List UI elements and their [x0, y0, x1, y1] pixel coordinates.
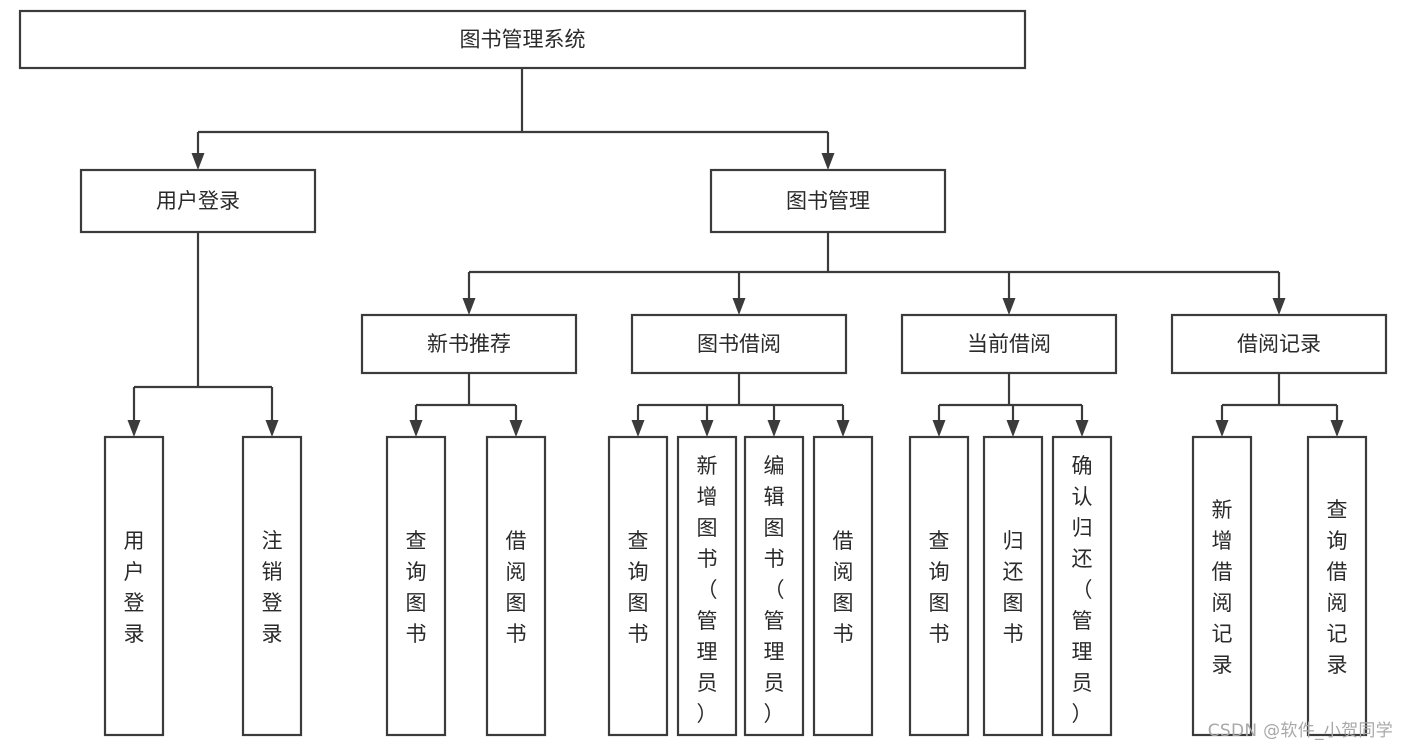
arrow-head-icon: [631, 420, 645, 437]
node-leaf-borrow-edit-book[interactable]: 编辑图书（管理员）: [743, 435, 805, 737]
node-leaf-borrow-borrow-book[interactable]: 借阅图书: [812, 435, 874, 737]
arrow-head-icon: [1215, 420, 1229, 437]
arrow-head-icon: [836, 420, 850, 437]
node-label: 新书推荐: [427, 332, 511, 356]
node-label: 编辑图书（管理员）: [764, 454, 785, 726]
node-current-borrow[interactable]: 当前借阅: [900, 313, 1118, 375]
node-box[interactable]: [360, 313, 578, 375]
connector-group-book-manage: [462, 232, 1286, 315]
node-label: 查询借阅记录: [1327, 498, 1348, 677]
arrow-head-icon: [1075, 420, 1089, 437]
node-leaf-cur-confirm-return[interactable]: 确认归还（管理员）: [1051, 435, 1113, 737]
node-box[interactable]: [241, 435, 303, 737]
node-leaf-borrow-add-book[interactable]: 新增图书（管理员）: [676, 435, 738, 737]
node-label: 借阅图书: [506, 529, 527, 646]
arrow-head-icon: [821, 153, 835, 170]
node-box[interactable]: [812, 435, 874, 737]
nodes-layer: 图书管理系统用户登录图书管理新书推荐图书借阅当前借阅借阅记录用户登录注销登录查询…: [18, 9, 1388, 737]
connector-group-book-borrow: [631, 373, 850, 437]
node-leaf-cur-query-book[interactable]: 查询图书: [908, 435, 970, 737]
node-label: 借阅记录: [1237, 332, 1321, 356]
node-book-manage[interactable]: 图书管理: [709, 168, 947, 234]
node-box[interactable]: [1191, 435, 1253, 737]
node-leaf-borrow-query-book[interactable]: 查询图书: [607, 435, 669, 737]
arrow-head-icon: [700, 420, 714, 437]
connector-group-root: [191, 68, 835, 170]
node-box[interactable]: [982, 435, 1044, 737]
node-leaf-user-logout[interactable]: 注销登录: [241, 435, 303, 737]
arrow-head-icon: [265, 420, 279, 437]
node-borrow-record[interactable]: 借阅记录: [1170, 313, 1388, 375]
node-root[interactable]: 图书管理系统: [18, 9, 1027, 70]
arrow-head-icon: [732, 298, 746, 315]
node-book-borrow[interactable]: 图书借阅: [630, 313, 848, 375]
node-label: 确认归还（管理员）: [1072, 454, 1093, 726]
node-label: 查询图书: [929, 529, 950, 646]
node-label: 新增图书（管理员）: [697, 454, 718, 726]
csdn-watermark: CSDN @软件_小贺同学: [1207, 721, 1393, 741]
arrow-head-icon: [932, 420, 946, 437]
arrow-head-icon: [767, 420, 781, 437]
node-label: 用户登录: [124, 529, 145, 646]
node-box[interactable]: [385, 435, 447, 737]
node-new-book-recommend[interactable]: 新书推荐: [360, 313, 578, 375]
arrow-head-icon: [1330, 420, 1344, 437]
node-box[interactable]: [908, 435, 970, 737]
connector-group-borrow-record: [1215, 373, 1344, 437]
node-box[interactable]: [743, 435, 805, 737]
node-label: 新增借阅记录: [1212, 498, 1233, 677]
node-leaf-rec-add-record[interactable]: 新增借阅记录: [1191, 435, 1253, 737]
node-label: 归还图书: [1003, 529, 1024, 646]
connector-group-current-borrow: [932, 373, 1089, 437]
node-box[interactable]: [676, 435, 738, 737]
node-label: 注销登录: [262, 529, 283, 646]
node-label: 当前借阅: [967, 332, 1051, 356]
connector-group-new-book-recommend: [409, 373, 523, 437]
node-leaf-rec-query-record[interactable]: 查询借阅记录: [1306, 435, 1368, 737]
arrow-head-icon: [1272, 298, 1286, 315]
node-box[interactable]: [18, 9, 1027, 70]
arrow-head-icon: [409, 420, 423, 437]
node-box[interactable]: [1170, 313, 1388, 375]
node-box[interactable]: [630, 313, 848, 375]
arrow-head-icon: [462, 298, 476, 315]
connectors-layer: [127, 68, 1344, 437]
node-label: 用户登录: [156, 189, 240, 213]
node-box[interactable]: [103, 435, 165, 737]
node-label: 图书借阅: [697, 332, 781, 356]
node-leaf-user-login[interactable]: 用户登录: [103, 435, 165, 737]
arrow-head-icon: [509, 420, 523, 437]
node-box[interactable]: [900, 313, 1118, 375]
arrow-head-icon: [127, 420, 141, 437]
node-box[interactable]: [79, 168, 317, 234]
arrow-head-icon: [1006, 420, 1020, 437]
arrow-head-icon: [1002, 298, 1016, 315]
connector-group-user-login: [127, 232, 279, 437]
node-box[interactable]: [709, 168, 947, 234]
node-leaf-rec-borrow-book[interactable]: 借阅图书: [485, 435, 547, 737]
node-leaf-rec-query-book[interactable]: 查询图书: [385, 435, 447, 737]
node-leaf-cur-return-book[interactable]: 归还图书: [982, 435, 1044, 737]
node-box[interactable]: [1306, 435, 1368, 737]
node-box[interactable]: [1051, 435, 1113, 737]
node-label: 借阅图书: [833, 529, 854, 646]
node-box[interactable]: [485, 435, 547, 737]
node-user-login[interactable]: 用户登录: [79, 168, 317, 234]
node-label: 查询图书: [628, 529, 649, 646]
node-label: 图书管理系统: [460, 28, 586, 52]
arrow-head-icon: [191, 153, 205, 170]
node-box[interactable]: [607, 435, 669, 737]
node-label: 图书管理: [786, 189, 870, 213]
node-label: 查询图书: [406, 529, 427, 646]
